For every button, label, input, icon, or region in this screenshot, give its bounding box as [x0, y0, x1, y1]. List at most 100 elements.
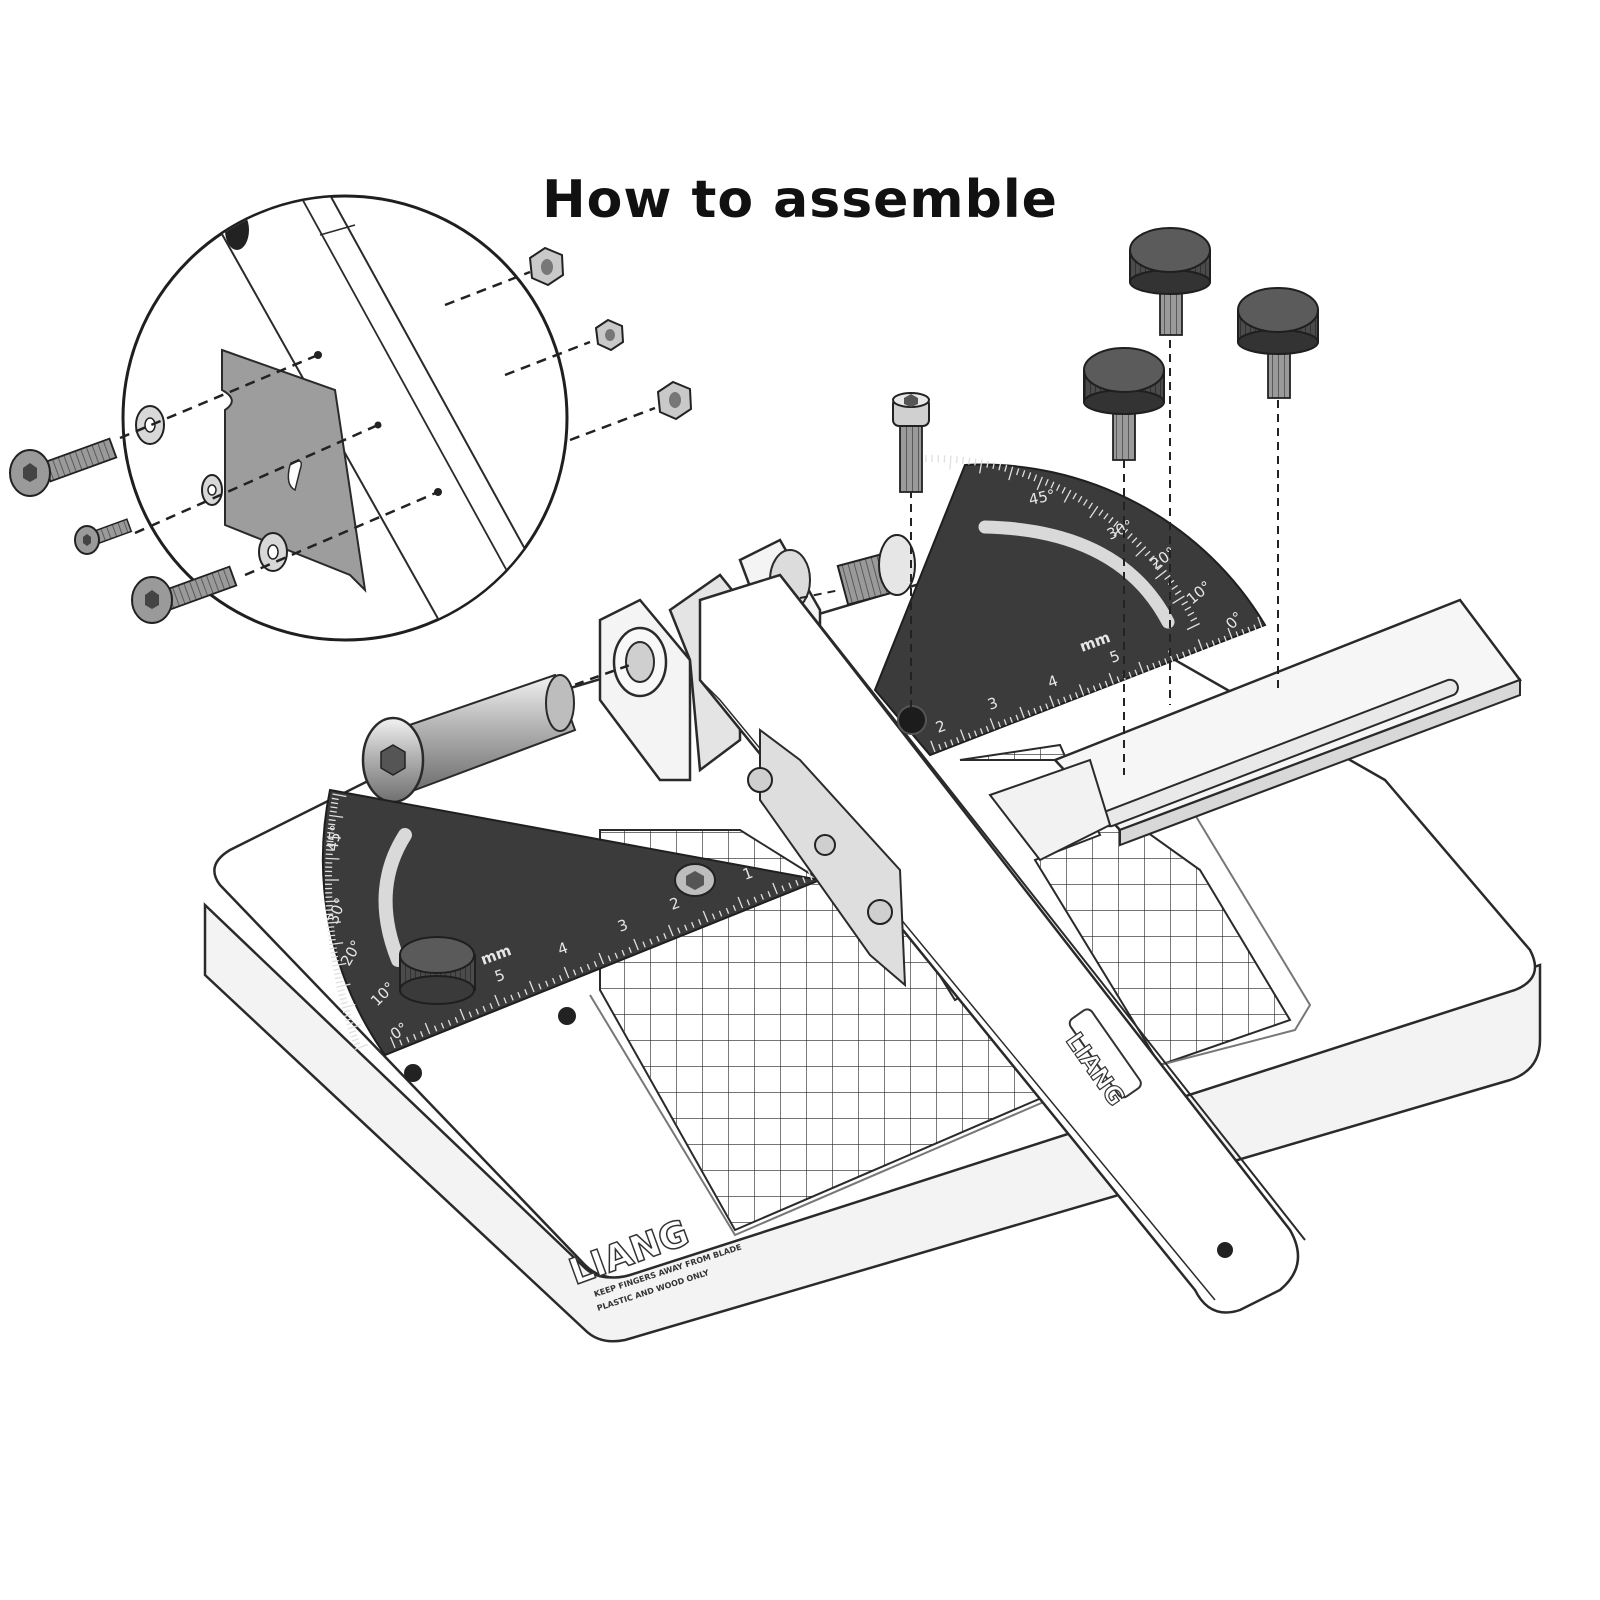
- right-ruler-tick: [930, 740, 936, 753]
- left-ruler-tick: [524, 989, 528, 996]
- right-angle-tick: [1063, 489, 1072, 503]
- right-angle-tick: [1089, 505, 1099, 519]
- right-angle-tick: [1021, 470, 1026, 478]
- left-protractor-ruler-ticks: [389, 868, 813, 1049]
- left-ruler-tick: [711, 913, 716, 920]
- washer-icon: [201, 474, 223, 506]
- right-angle-tick: [1174, 590, 1182, 596]
- left-ruler-tick: [503, 997, 507, 1004]
- right-ruler-tick: [973, 730, 978, 737]
- socket-screw-icon: [131, 565, 238, 624]
- left-ruler-tick: [718, 910, 723, 917]
- right-angle-tick: [1135, 546, 1147, 557]
- right-ruler-tick: [1182, 651, 1186, 658]
- left-angle-tick: [329, 947, 337, 950]
- left-angle-tick: [329, 942, 344, 946]
- right-angle-tick: [1098, 509, 1104, 516]
- right-angle-tick: [1181, 600, 1189, 606]
- blade-detail-callout: [9, 194, 693, 642]
- left-angle-tick: [328, 938, 336, 941]
- right-angle-tick: [998, 463, 1002, 471]
- right-ruler-tick: [1205, 642, 1210, 649]
- left-protractor-angle-ticks: [325, 793, 369, 1050]
- left-angle-tick: [339, 997, 347, 1001]
- left-angle-tick: [329, 810, 337, 813]
- right-ruler-tick: [1176, 653, 1180, 660]
- right-angle-tick: [1044, 479, 1049, 486]
- right-ruler-tick: [1057, 698, 1061, 705]
- right-angle-tick: [992, 461, 996, 469]
- right-ruler-tick: [1211, 640, 1216, 647]
- left-angle-tick: [353, 1042, 361, 1046]
- sliding-stop-bar: [988, 598, 1523, 862]
- right-ruler-tick: [1193, 646, 1198, 654]
- right-angle-tick: [974, 458, 977, 466]
- right-angle-tick: [1036, 476, 1043, 491]
- left-ruler-tick: [642, 941, 646, 948]
- right-ruler-tick: [1187, 649, 1192, 656]
- right-angle-tick: [1135, 541, 1142, 548]
- right-angle-tick: [1156, 564, 1163, 571]
- left-angle-tick: [331, 959, 339, 963]
- left-ruler-tick: [586, 963, 591, 970]
- left-ruler-tick: [389, 1036, 396, 1049]
- right-angle-tick: [1072, 492, 1077, 500]
- right-angle-tick: [979, 459, 983, 474]
- left-angle-tick: [346, 1022, 354, 1026]
- left-angle-tick: [327, 930, 335, 933]
- left-ruler-tick: [667, 924, 674, 937]
- left-angle-tick: [329, 814, 344, 818]
- left-ruler-tick: [772, 882, 778, 895]
- left-ruler-tick: [475, 1008, 480, 1015]
- left-angle-tick: [328, 819, 336, 822]
- mount-hole: [558, 1007, 576, 1025]
- right-ruler-tick: [1027, 710, 1031, 717]
- thumb-screw-icon: [1237, 287, 1319, 690]
- right-ruler-tick: [1152, 662, 1156, 669]
- socket-screw-icon: [674, 863, 716, 897]
- right-ruler-tick: [1253, 624, 1257, 631]
- right-angle-tick: [1164, 574, 1171, 581]
- right-ruler-tick: [1098, 683, 1103, 690]
- thumb-screw-icon: [1129, 227, 1211, 705]
- right-ruler-tick: [1069, 694, 1073, 701]
- right-angle-tick: [962, 456, 965, 464]
- left-angle-tick: [354, 1043, 369, 1050]
- left-ruler-tick: [656, 935, 660, 942]
- left-angle-tick: [342, 1009, 350, 1013]
- left-angle-tick: [347, 1024, 362, 1030]
- washer-icon: [747, 767, 773, 793]
- right-ruler-tick: [1015, 714, 1019, 721]
- left-angle-tick: [343, 1013, 352, 1018]
- left-ruler-tick: [454, 1017, 459, 1024]
- right-angle-tick: [1033, 474, 1038, 482]
- left-angle-tick: [350, 1034, 358, 1038]
- right-angle-tick: [1103, 513, 1109, 520]
- left-ruler-tick: [447, 1019, 452, 1026]
- right-angle-tick: [949, 455, 952, 470]
- left-ruler-tick: [788, 882, 792, 889]
- right-angle-tick: [1190, 617, 1198, 622]
- hex-nut-icon: [594, 318, 625, 352]
- left-angle-tick: [331, 797, 339, 801]
- right-ruler-tick: [956, 737, 960, 744]
- left-ruler-tick: [424, 1022, 431, 1035]
- left-ruler-tick: [399, 1039, 403, 1046]
- right-angle-tick: [1016, 468, 1020, 476]
- left-angle-tick: [330, 955, 339, 959]
- left-ruler-tick: [746, 899, 751, 906]
- hex-nut-icon: [528, 246, 565, 287]
- left-ruler-tick: [725, 907, 730, 914]
- left-ruler-tick: [572, 969, 577, 976]
- left-ruler-tick: [538, 983, 542, 990]
- left-ruler-tick: [628, 947, 632, 954]
- right-ruler-tick: [1039, 705, 1043, 712]
- left-ruler-tick: [633, 938, 639, 951]
- right-ruler-tick: [1074, 692, 1079, 699]
- left-angle-tick: [325, 857, 340, 860]
- right-ruler-tick: [1104, 680, 1109, 687]
- right-angle-label-45: 45°: [1027, 486, 1057, 509]
- right-angle-tick: [1187, 611, 1195, 617]
- left-angle-tick: [335, 980, 343, 984]
